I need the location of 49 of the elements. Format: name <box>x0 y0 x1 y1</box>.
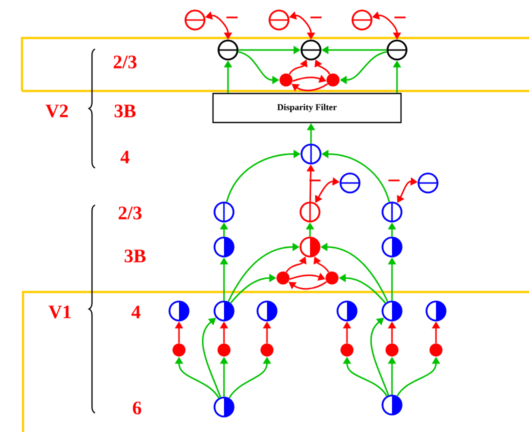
arrow <box>292 83 328 92</box>
neuron-circle <box>382 394 402 416</box>
edge-label: − <box>310 16 322 18</box>
area-label: V2 <box>46 104 68 118</box>
layer-label: 3B <box>114 104 136 118</box>
inhibitory-circle <box>352 10 372 30</box>
neuron-circle <box>214 300 234 322</box>
interneuron-dot <box>430 344 442 356</box>
neuron-circle <box>386 40 408 60</box>
arrow <box>288 281 327 290</box>
layer-label: 3B <box>124 250 146 262</box>
edge-label: − <box>394 16 406 18</box>
interneuron-dot <box>276 272 290 284</box>
layer-label: 4 <box>120 150 130 164</box>
edge-label: − <box>226 16 238 18</box>
interneuron-dot <box>172 344 186 356</box>
neuron-circle <box>218 40 238 60</box>
interneuron-dot <box>340 344 354 356</box>
inhibitory-circle <box>184 10 206 30</box>
neuron-circle <box>214 396 234 418</box>
layer-label: 6 <box>132 402 142 414</box>
neuron-circle <box>300 144 322 164</box>
edge-label: − <box>388 180 400 182</box>
neuron-circle <box>336 300 358 322</box>
neuron-circle <box>300 202 320 222</box>
neuron-circle <box>214 202 234 222</box>
interneuron-dot <box>386 344 398 356</box>
filter-box: Disparity Filter <box>212 92 402 124</box>
interneuron-dot <box>280 74 292 86</box>
neuron-circle <box>300 40 322 60</box>
neuron-circle <box>214 236 234 258</box>
inhibitory-circle <box>340 172 360 194</box>
layer-label: 4 <box>132 306 140 318</box>
inhibitory-circle <box>418 172 438 194</box>
layer-label: 2/3 <box>114 56 136 68</box>
neuron-circle <box>300 236 320 258</box>
interneuron-dot <box>218 344 230 356</box>
arrow <box>370 318 390 396</box>
interneuron-dot <box>260 344 274 356</box>
inhibitory-circle <box>268 10 290 30</box>
arrow <box>202 318 222 398</box>
neuron-circle <box>168 300 190 322</box>
neuron-circle <box>256 300 278 322</box>
layer-label: 2/3 <box>118 206 142 220</box>
neuron-circle <box>382 236 402 258</box>
neuron-circle <box>426 300 446 322</box>
area-label: V1 <box>48 306 71 318</box>
neuron-circle <box>382 202 402 222</box>
neuron-circle <box>382 300 402 322</box>
